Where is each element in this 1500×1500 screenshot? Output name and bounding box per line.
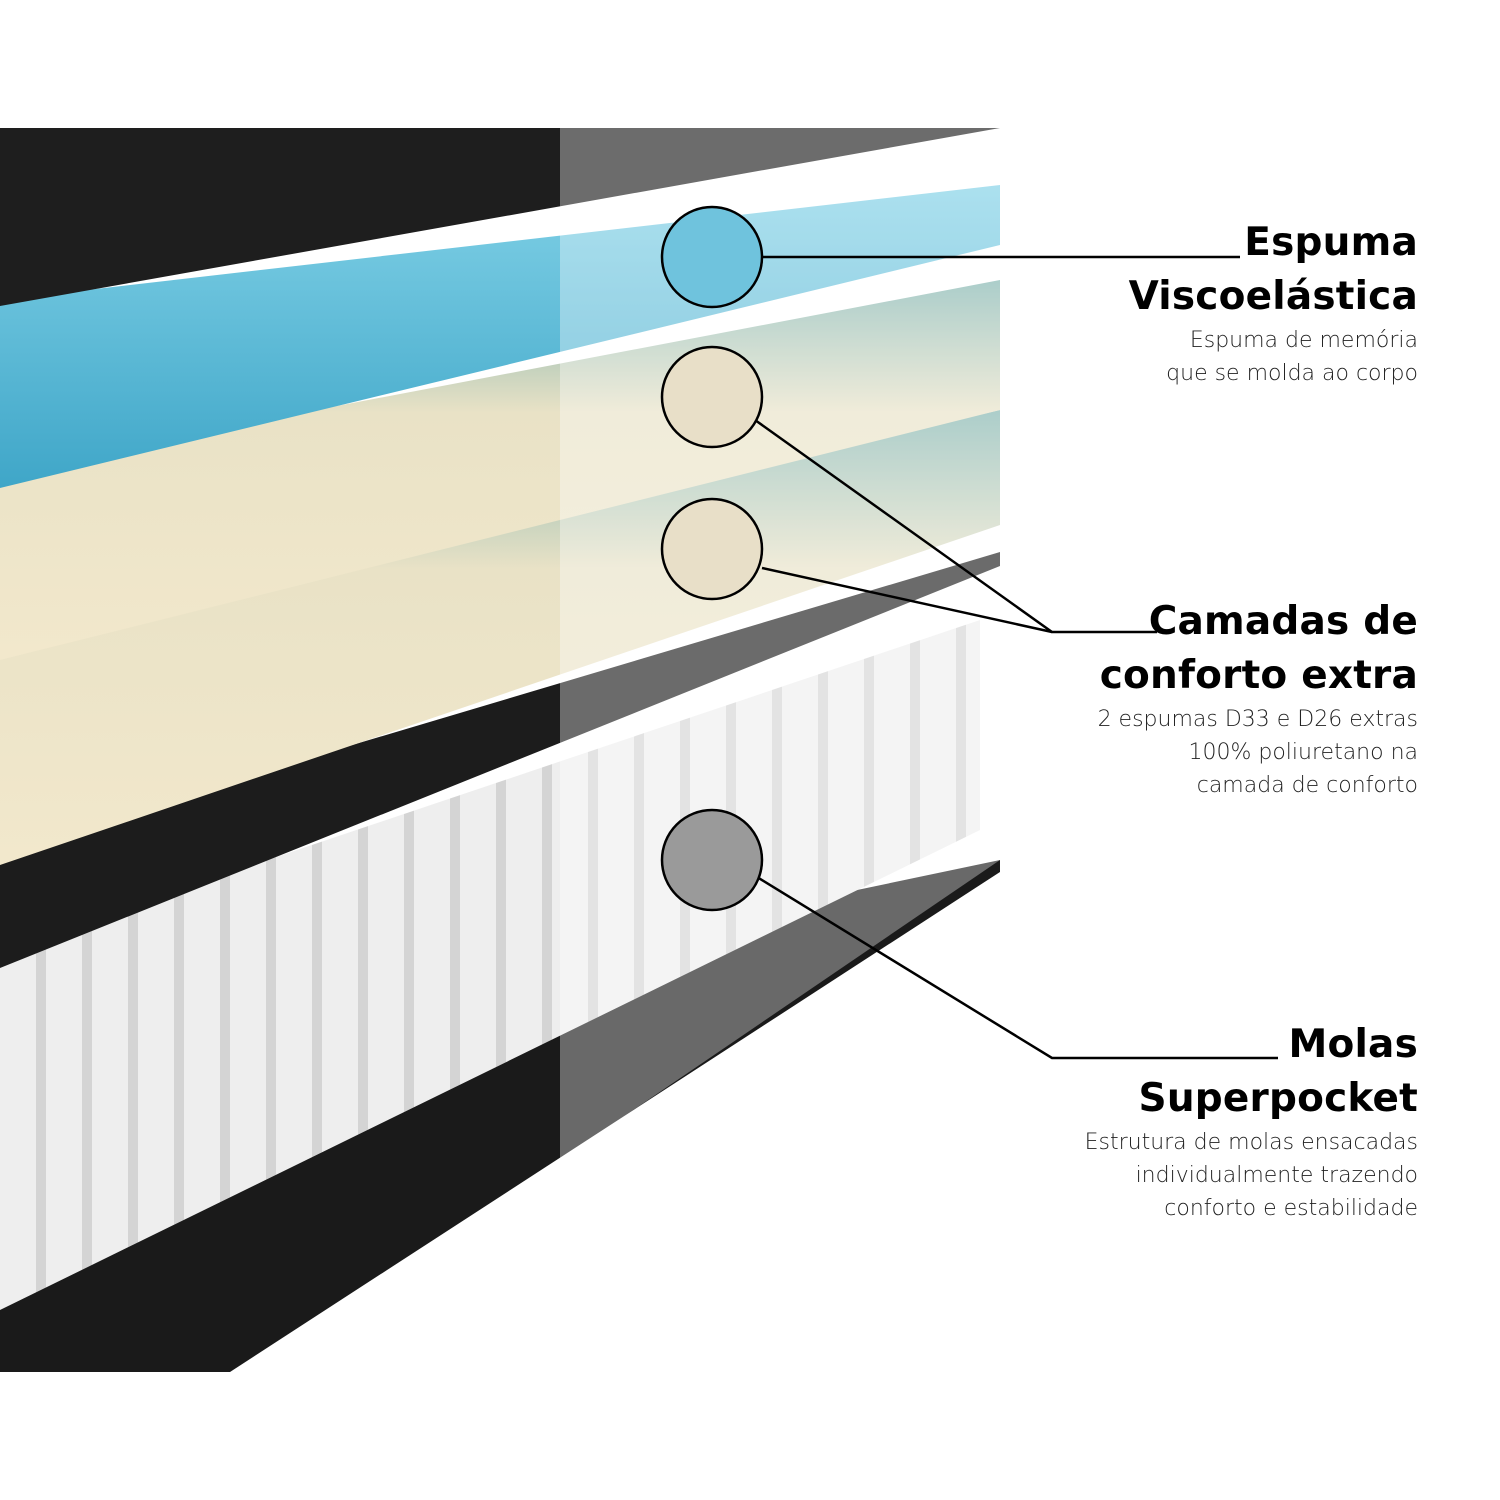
callout-comfort-layers: Camadas de conforto extra 2 espumas D33 …: [1098, 595, 1418, 802]
springs-swatch: [660, 808, 764, 912]
callout-springs: Molas Superpocket Estrutura de molas ens…: [1085, 1018, 1418, 1225]
callout-description: individualmente trazendo: [1135, 1163, 1418, 1188]
leader-lines: [754, 255, 1278, 1060]
callout-title: Molas: [1288, 1022, 1418, 1067]
callout-title: Camadas de: [1148, 599, 1418, 644]
bottom-fabric-layer: [0, 860, 1000, 1372]
callout-title: conforto extra: [1099, 653, 1418, 698]
comfort-foam-swatch-2: [660, 497, 764, 601]
callout-description: 2 espumas D33 e D26 extras: [1097, 707, 1418, 732]
cutaway-overlay: [560, 128, 1000, 1160]
viscoelastic-swatch: [660, 205, 764, 309]
pocket-springs-layer: [0, 620, 980, 1310]
callout-title: Viscoelástica: [1128, 274, 1418, 319]
callout-description: que se molda ao corpo: [1166, 361, 1418, 386]
callout-description: camada de conforto: [1196, 773, 1418, 798]
callout-description: 100% poliuretano na: [1188, 740, 1418, 765]
callout-description: conforto e estabilidade: [1164, 1196, 1418, 1221]
callout-title: Espuma: [1244, 220, 1418, 265]
callout-description: Espuma de memória: [1189, 328, 1418, 353]
callout-title: Superpocket: [1138, 1076, 1418, 1121]
callout-description: Estrutura de molas ensacadas: [1084, 1130, 1418, 1155]
callout-viscoelastic: Espuma Viscoelástica Espuma de memória q…: [1129, 216, 1418, 390]
comfort-foam-swatch-1: [660, 345, 764, 449]
top-fabric-layer: [0, 128, 1000, 306]
middle-fabric-layer: [0, 552, 1000, 968]
